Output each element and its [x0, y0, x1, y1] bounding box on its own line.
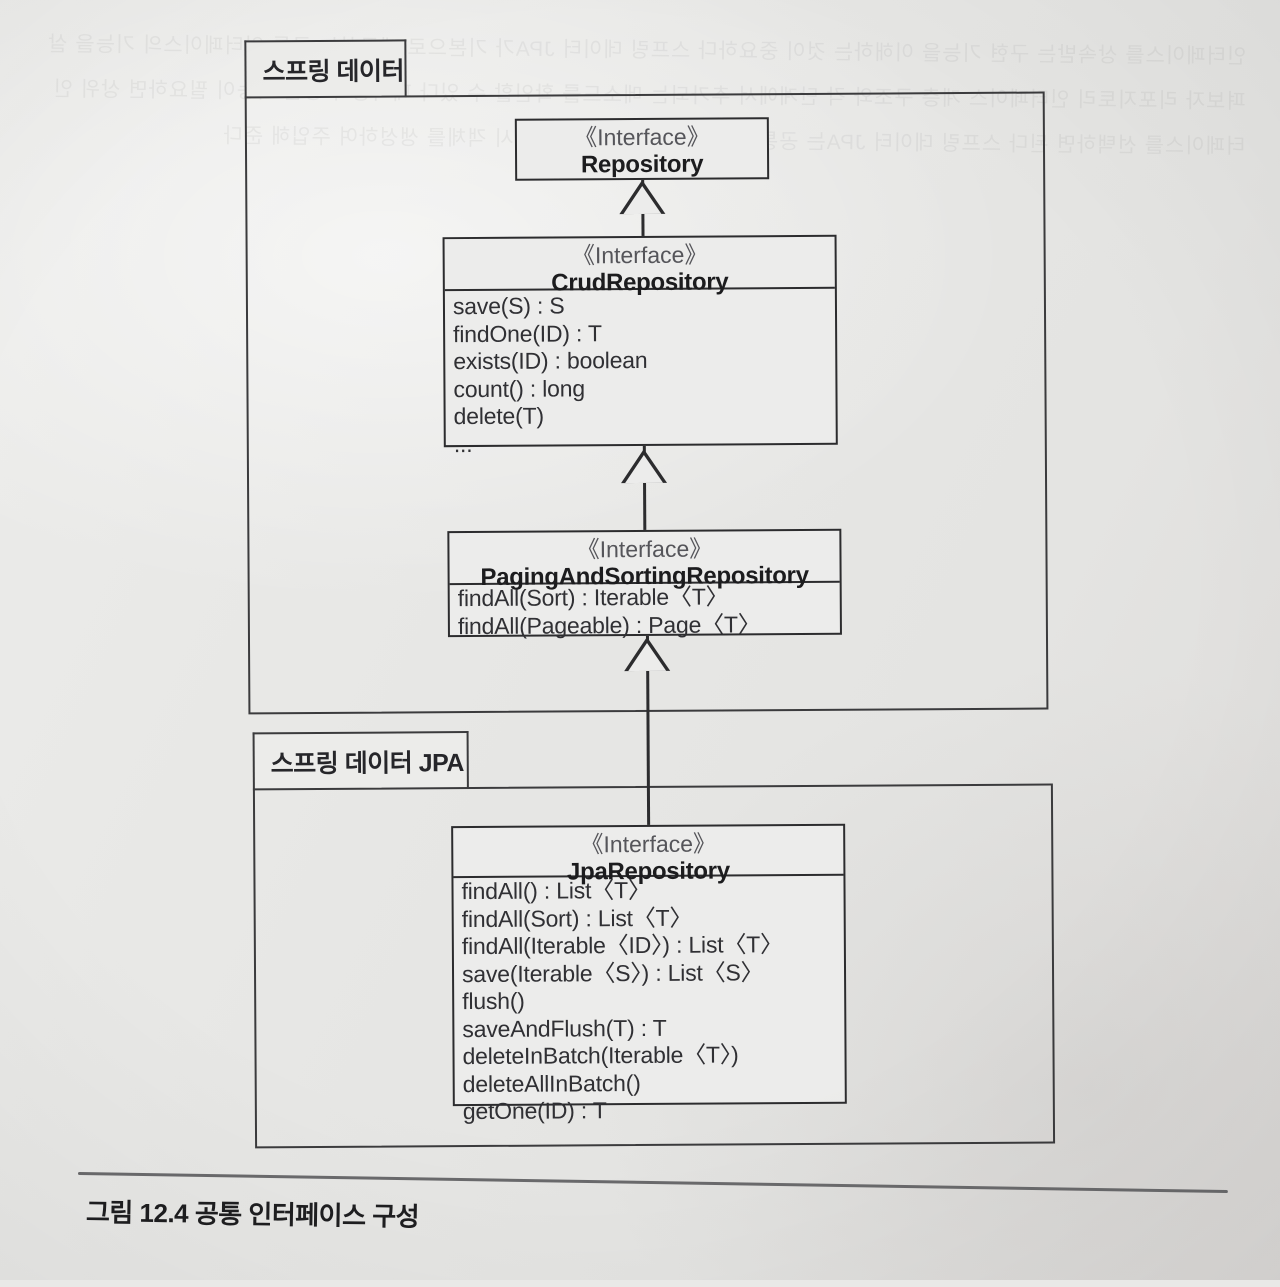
method-item: ...: [453, 430, 473, 457]
method-item: findAll(Pageable) : Page〈T〉: [457, 610, 761, 639]
uml-class-header: 《Interface》 CrudRepository: [444, 236, 835, 297]
method-item: exists(ID) : boolean: [453, 346, 648, 375]
uml-class-methods: findAll() : List〈T〉 findAll(Sort) : List…: [453, 876, 845, 1130]
uml-class-methods: findAll(Sort) : Iterable〈T〉 findAll(Page…: [450, 583, 840, 644]
method-item: deleteInBatch(Iterable〈T〉): [462, 1041, 739, 1070]
package-tab-label: 스프링 데이터: [262, 57, 405, 87]
package-tab-spring-data: 스프링 데이터: [244, 39, 407, 99]
method-item: findAll(Sort) : List〈T〉: [461, 904, 693, 932]
uml-class-header: 《Interface》 Repository: [517, 119, 767, 179]
method-item: delete(T): [453, 402, 544, 430]
stereotype-label: 《Interface》: [574, 123, 710, 151]
uml-class-jparepository[interactable]: 《Interface》 JpaRepository findAll() : Li…: [451, 823, 847, 1124]
method-item: flush(): [462, 987, 525, 1015]
uml-class-methods: save(S) : S findOne(ID) : T exists(ID) :…: [445, 289, 836, 462]
uml-class-repository[interactable]: 《Interface》 Repository: [514, 117, 770, 181]
method-item: save(Iterable〈S〉) : List〈S〉: [461, 958, 764, 987]
method-item: findAll(Iterable〈ID〉) : List〈T〉: [461, 931, 783, 960]
package-tab-spring-data-jpa: 스프링 데이터 JPA: [252, 731, 469, 791]
package-tab-label: 스프링 데이터 JPA: [270, 749, 465, 779]
uml-class-crudrepository[interactable]: 《Interface》 CrudRepository save(S) : S f…: [442, 234, 838, 457]
uml-class-header: 《Interface》 PagingAndSortingRepository: [449, 530, 840, 591]
uml-class-pagingandsortingrepository[interactable]: 《Interface》 PagingAndSortingRepository f…: [447, 528, 842, 639]
method-item: deleteAllInBatch(): [462, 1069, 641, 1097]
figure-caption: 그림 12.4 공통 인터페이스 구성: [85, 1197, 420, 1232]
stereotype-label: 《Interface》: [576, 535, 713, 563]
class-name-label: Repository: [580, 150, 704, 179]
method-item: saveAndFlush(T) : T: [462, 1014, 667, 1042]
method-item: getOne(ID) : T: [462, 1097, 607, 1125]
stereotype-label: 《Interface》: [571, 241, 708, 269]
method-item: count() : long: [453, 374, 585, 402]
stereotype-label: 《Interface》: [580, 830, 717, 858]
method-item: findOne(ID) : T: [453, 319, 602, 347]
uml-class-header: 《Interface》 JpaRepository: [453, 825, 844, 885]
